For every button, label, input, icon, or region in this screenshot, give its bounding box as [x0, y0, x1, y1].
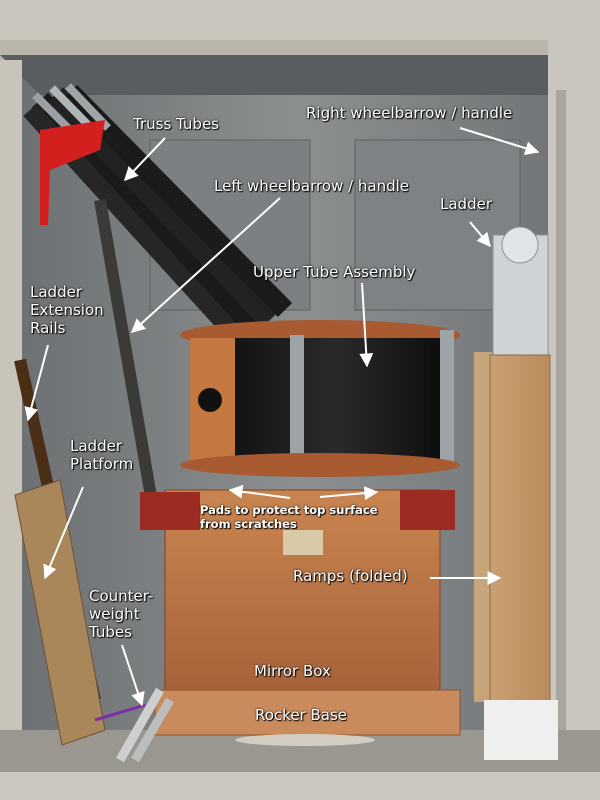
label-right-wheelbarrow: Right wheelbarrow / handle	[306, 104, 513, 122]
label-mirror-box: Mirror Box	[254, 662, 331, 680]
arrow-counterweight	[121, 644, 145, 707]
arrow-pads-right	[319, 486, 379, 501]
truss-tubes	[23, 83, 293, 342]
label-left-wheelbarrow: Left wheelbarrow / handle	[214, 177, 409, 195]
arrow-left-wheelbarrow	[130, 197, 281, 333]
label-truss-tubes: Truss Tubes	[133, 115, 219, 133]
counterweight-tubes	[94, 687, 174, 763]
left-door-frame	[0, 60, 22, 800]
upper-tube-assembly	[180, 320, 460, 477]
label-rocker-base: Rocker Base	[255, 706, 348, 724]
arrow-extension-rails	[24, 344, 49, 422]
annotation-arrows	[24, 127, 540, 707]
label-pads: Pads to protect top surface from scratch…	[200, 503, 378, 531]
label-ramps: Ramps (folded)	[293, 567, 408, 585]
arrow-ladder	[469, 221, 491, 248]
arrow-right-wheelbarrow	[459, 127, 540, 155]
mirror-box	[140, 489, 455, 691]
right-door-frame	[548, 30, 600, 800]
label-ladder: Ladder	[440, 195, 492, 213]
arrow-pads-left	[228, 484, 291, 499]
red-strap	[40, 120, 105, 225]
arrow-truss-tubes	[124, 137, 166, 182]
arrow-ladder-platform	[43, 486, 84, 580]
ramps	[474, 352, 558, 760]
label-ladder-extension-rails: Ladder Extension Rails	[30, 283, 104, 337]
label-upper-tube-assembly: Upper Tube Assembly	[253, 263, 416, 281]
arrow-upper-tube	[359, 282, 374, 368]
ladder-platform	[14, 479, 106, 746]
label-ladder-platform: Ladder Platform	[70, 437, 134, 473]
label-counterweight-tubes: Counter- weight Tubes	[89, 587, 154, 641]
